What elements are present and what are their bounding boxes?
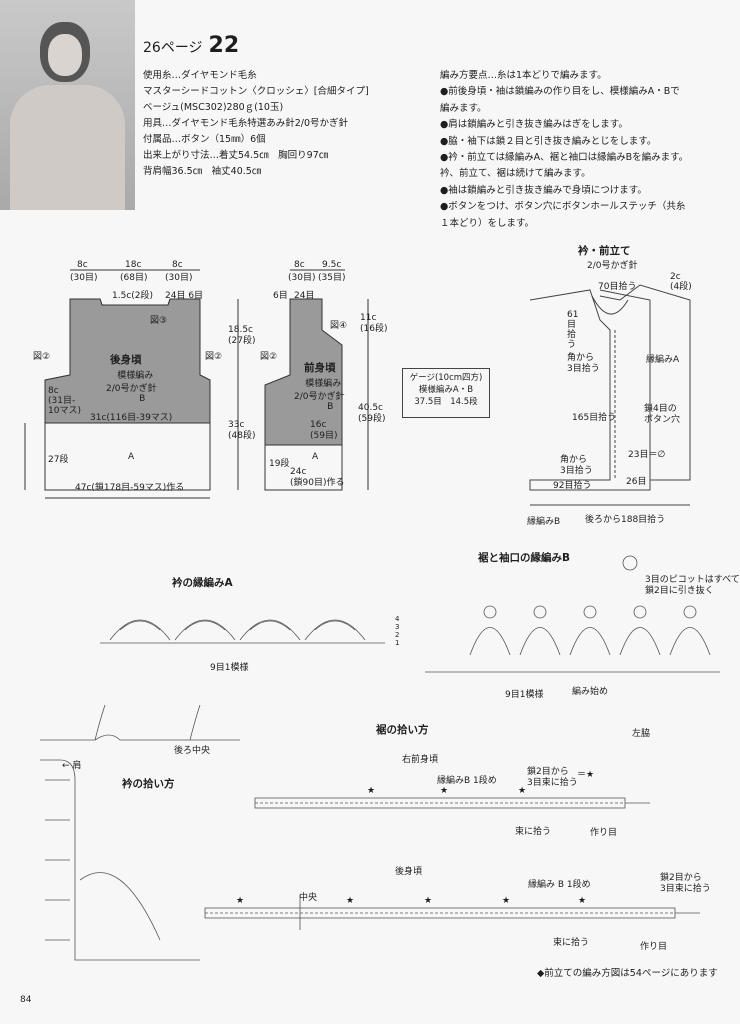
front-rows19: 19段 [269,459,290,469]
edging-a-chart [100,619,385,644]
edging-b-chart [425,555,720,673]
hem-right-front: 右前身頃 [402,755,439,765]
collar-165: 165目拾う [572,413,617,423]
hem-star: ＝★ [577,770,595,780]
back-right-33: 33c(48段) [228,420,256,441]
star-mark: ★ [578,896,587,906]
collar-188: 後ろから188目拾う [585,515,666,525]
collar-23: 23目＝∅ [628,450,666,460]
hem-pickup-title: 裾の拾い方 [376,724,429,736]
back-top-left-sts: (30目) [70,273,98,283]
back-top-left: 8c [77,260,88,270]
collar-92: 92目拾う [553,481,592,491]
front-shoulder-24: 24目 [294,291,315,301]
hem-start: 作り目 [590,828,618,838]
page-number: 84 [20,995,32,1005]
front-inner-16: 16c(59目) [310,420,338,441]
back-width: 31c(116目-39マス) [90,413,173,423]
star-mark: ★ [440,786,449,796]
hem-bundle-b: 束に拾う [553,938,590,948]
hem-bundle: 束に拾う [515,827,552,837]
back-top-right-sts: (30目) [165,273,193,283]
front-body-shape [264,269,369,491]
collar-placket-shape [529,284,691,506]
instructions: 編み方要点…糸は1本どりで編みます。●前後身頃・袖は鎖編みの作り目をし、模様編み… [440,70,689,229]
front-top-8c-sts: (30目) [288,273,316,283]
collar-70: 70目拾う [598,282,637,292]
back-bottom: 47c(鎖178目-59マス)作る [75,483,185,493]
collar-26: 26目 [626,477,647,487]
footer-note: ◆前立ての編み方図は54ページにあります [537,968,718,979]
back-left-8c: 8c(31目-10マス) [48,386,81,416]
collar-hook: 2/0号かぎ針 [587,261,638,271]
back-top-mid: 18c [125,260,142,270]
collar-pickup-title: 衿の拾い方 [122,778,175,790]
back-body-shape [24,269,239,499]
hem-edgeB1: 縁編みB 1段め [437,776,497,786]
edge-b-start: 編み始め [572,687,609,697]
back-rows27: 27段 [48,455,69,465]
star-mark: ★ [346,896,355,906]
back-fig2-left: 図② [33,352,51,362]
star-mark: ★ [502,896,511,906]
model-photo [0,0,135,210]
front-top-8c: 8c [294,260,305,270]
diagram-graphics [24,269,720,961]
back-fig2-right: 図② [205,352,223,362]
collar-edgeA: 縁編みA [646,355,680,365]
materials-list: 使用糸…ダイヤモンド毛糸 マスターシードコットン〈クロッシェ〉[合細タイプ] ベ… [143,70,369,177]
back-top-right: 8c [172,260,183,270]
front-name: 前身頃 [304,362,336,374]
star-mark: ★ [424,896,433,906]
front-top-9c-sts: (35目) [318,273,346,283]
edge-b-repeat: 9目1模様 [505,690,544,700]
back-right-18: 18.5c(27段) [228,325,256,346]
edge-b-title: 裾と袖口の縁編みB [478,552,571,564]
hem-back: 後身頃 [395,867,423,877]
hem-edgeB1b: 縁編み B 1段め [528,880,591,890]
collar-pickup-chart [40,704,240,961]
back-fig3: 図③ [150,316,168,326]
front-shoulder-6: 6目 [273,291,288,301]
back-top-mid-sts: (68目) [120,273,148,283]
hem-center: 中央 [299,893,318,903]
front-bottom: 24c(鎖90目)作る [290,467,345,488]
star-mark: ★ [367,786,376,796]
collar-edgeB: 縁編みB [527,517,561,527]
edge-a-repeat: 9目1模様 [210,663,249,673]
edge-b-side: 左脇 [632,729,651,739]
front-right-11: 11c(16段) [360,313,388,334]
edge-a-title: 衿の縁編みA [172,577,233,589]
back-a: A [128,452,135,462]
hem-start-b: 作り目 [640,942,668,952]
collar-buttonhole: 鎖4目のボタン穴 [644,404,681,425]
back-neck: 1.5c(2段) [112,291,154,301]
star-mark: ★ [236,896,245,906]
front-right-40: 40.5c(59段) [358,403,386,424]
star-mark: ★ [518,786,527,796]
front-fig4: 図④ [330,321,348,331]
back-shoulder: 24目 6目 [165,291,204,301]
front-top-9c: 9.5c [322,260,342,270]
edge-b-picot: 3目のピコットはすべて鎖2目に引き抜く [645,575,740,596]
collar-pickup-center: 後ろ中央 [174,746,211,756]
collar-pickup-shoulder: ← 肩 [62,761,82,771]
front-fig2: 図② [260,352,278,362]
collar-2c: 2c(4段) [670,272,692,292]
front-a: A [312,452,319,462]
collar-title: 衿・前立て [578,245,631,257]
hem-pickup-chart [204,797,700,930]
back-name: 後身頃 [110,354,142,366]
